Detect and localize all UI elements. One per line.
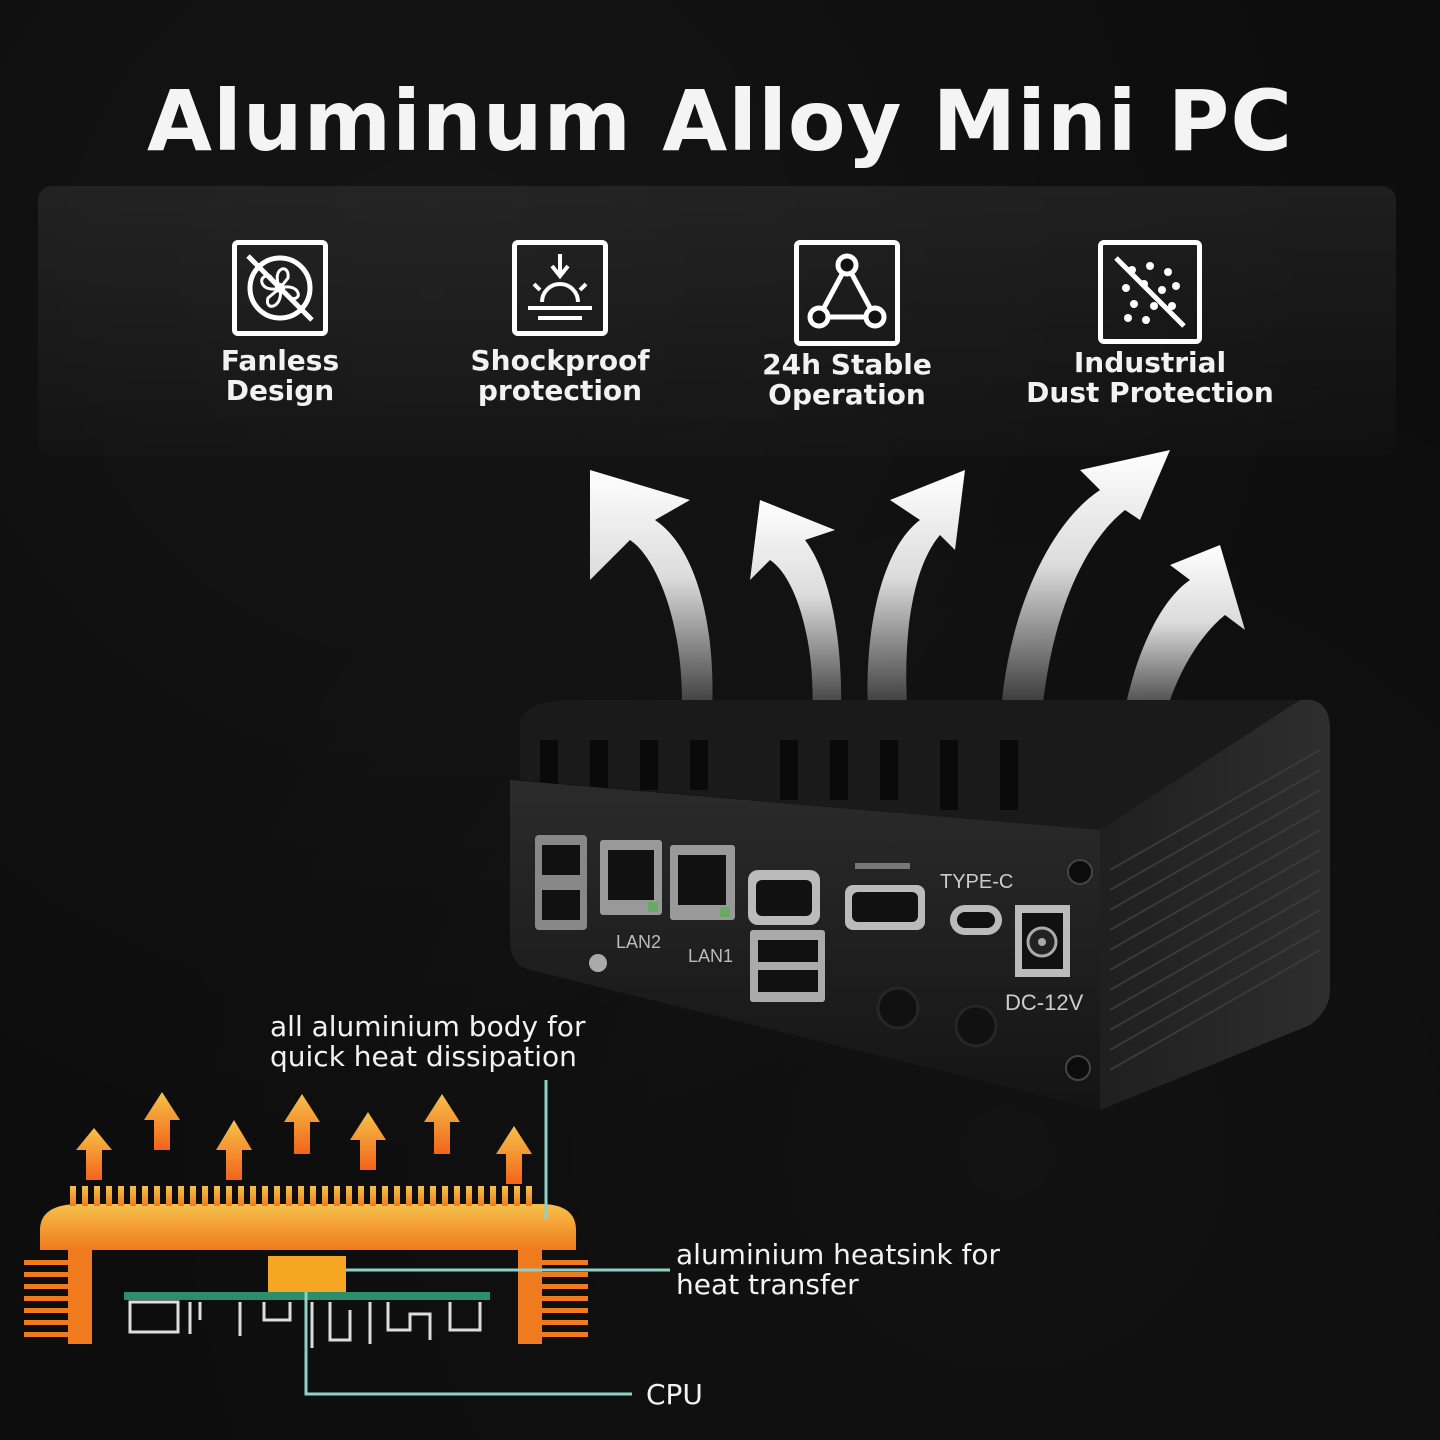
airflow-arrow — [750, 500, 842, 740]
callout-heatsink: aluminium heatsink for heat transfer — [676, 1240, 1000, 1300]
cpu-block — [268, 1256, 346, 1292]
airflow-arrows — [590, 450, 1245, 740]
airflow-arrow — [867, 470, 965, 740]
callout-heatsink-line1: aluminium heatsink for — [676, 1238, 1001, 1271]
callout-body-line1: all aluminium body for — [270, 1010, 586, 1043]
heat-arrow — [350, 1112, 386, 1170]
dust-protection-icon — [1098, 240, 1202, 344]
shockproof-icon — [512, 240, 608, 336]
callout-body: all aluminium body for quick heat dissip… — [270, 1012, 585, 1072]
feature-label-line1: Shockproof — [470, 344, 650, 377]
feature-shockproof: Shockproof protection — [410, 240, 710, 406]
feature-label-line1: 24h Stable — [762, 348, 932, 381]
heat-arrow — [144, 1092, 180, 1150]
feature-label-line2: Design — [225, 374, 335, 407]
airflow-arrow — [1000, 450, 1170, 740]
heat-arrow — [424, 1094, 460, 1154]
callout-cpu: CPU — [646, 1378, 703, 1411]
heat-arrows — [76, 1092, 532, 1184]
triangle-stable-icon — [794, 240, 900, 346]
port-label-lan2: LAN2 — [616, 932, 661, 952]
feature-fanless: Fanless Design — [130, 240, 430, 406]
callout-body-line2: quick heat dissipation — [270, 1040, 577, 1073]
heat-arrow — [284, 1094, 320, 1154]
port-label-typec: TYPE-C — [940, 871, 1013, 893]
feature-dust-protection: Industrial Dust Protection — [1000, 240, 1300, 408]
callout-heatsink-line2: heat transfer — [676, 1268, 859, 1301]
heat-arrow — [216, 1120, 252, 1180]
feature-label-line2: Dust Protection — [1026, 376, 1274, 409]
page-title: Aluminum Alloy Mini PC — [146, 72, 1294, 170]
feature-24h-stable: 24h Stable Operation — [697, 240, 997, 410]
port-label-lan1: LAN1 — [688, 946, 733, 966]
heat-arrow — [496, 1126, 532, 1184]
feature-label-line2: protection — [477, 374, 643, 407]
feature-label-line2: Operation — [768, 378, 926, 411]
features-panel — [38, 186, 1396, 456]
fan-off-icon — [232, 240, 328, 336]
feature-label-line1: Fanless — [220, 344, 340, 377]
heatsink-diagram — [24, 1080, 670, 1396]
airflow-arrow — [590, 470, 713, 740]
heat-arrow — [76, 1128, 112, 1180]
mini-pc-device: LAN2 LAN1 TYPE-C DC-12V — [510, 699, 1330, 1110]
feature-label-line1: Industrial — [1073, 346, 1227, 379]
airflow-arrow — [1120, 545, 1245, 740]
port-label-dc: DC-12V — [1005, 990, 1084, 1015]
